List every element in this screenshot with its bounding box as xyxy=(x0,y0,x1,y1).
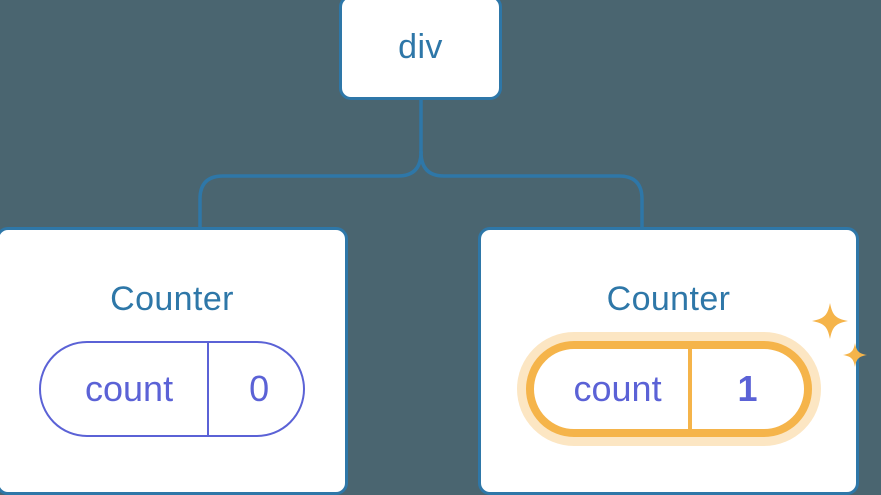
node-root-label: div xyxy=(398,28,443,66)
node-counter-left[interactable]: Counter count 0 xyxy=(0,227,348,495)
node-counter-right-title: Counter xyxy=(606,280,731,318)
state-pill-left[interactable]: count 0 xyxy=(39,341,305,437)
connector-branch-right xyxy=(419,150,644,230)
state-pill-left-value: 0 xyxy=(207,343,309,435)
state-pill-right-wrapper: count 1 xyxy=(525,303,867,437)
connector-branch-left xyxy=(198,150,423,230)
node-root-div[interactable]: div xyxy=(339,0,502,100)
state-pill-right[interactable]: count 1 xyxy=(525,341,812,437)
node-counter-right[interactable]: Counter count 1 xyxy=(478,227,867,495)
state-pill-left-key: count xyxy=(85,368,174,409)
state-pill-right-value: 1 xyxy=(687,349,804,429)
state-pill-right-key: count xyxy=(573,368,662,409)
state-pill-left-wrapper: count 0 xyxy=(39,341,305,437)
sparkle-large-icon xyxy=(811,303,848,339)
node-counter-left-title: Counter xyxy=(110,280,234,318)
